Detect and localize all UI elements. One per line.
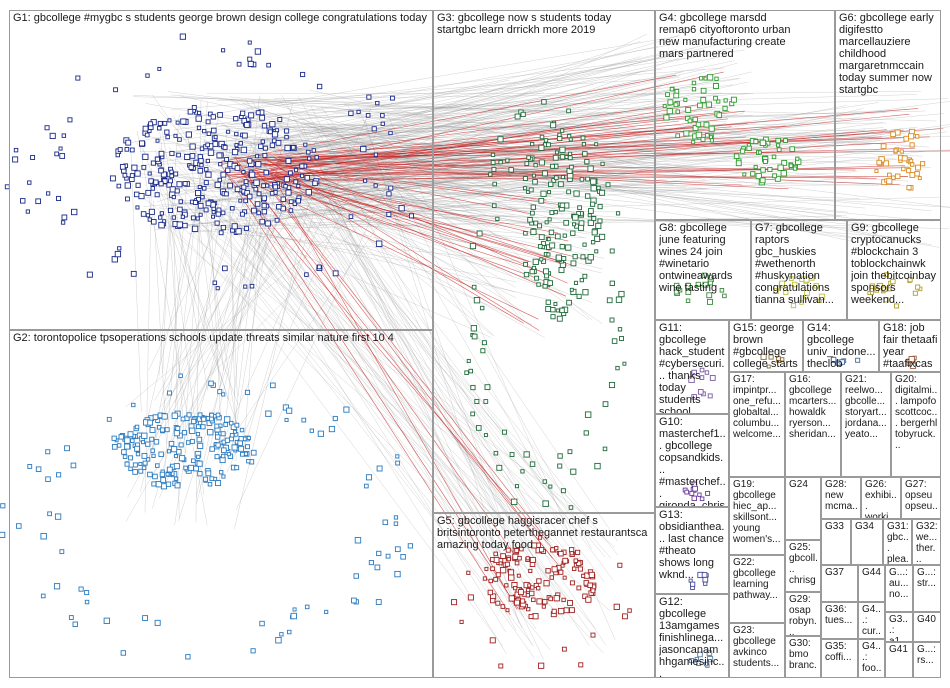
group-panel-g6[interactable]: G6: gbcollege early digifestto marcellau… (835, 10, 941, 220)
group-label-g30: G30: bmo branc... (789, 638, 818, 678)
group-panel-g37[interactable]: G37 (821, 565, 858, 602)
group-label-g1: G1: gbcollege #mygbc s students george b… (13, 12, 430, 24)
group-label-g39: G...: str... (917, 567, 938, 589)
group-panel-g31[interactable]: G31: gbc... plea... (883, 519, 912, 565)
group-panel-g16[interactable]: G16: gbcollege mcarters... howaldk ryers… (785, 372, 841, 477)
group-label-g31: G31: gbc... plea... (887, 521, 909, 565)
node-g2 (1, 504, 5, 508)
group-panel-g22[interactable]: G22: gbcollege learning pathway... (729, 555, 785, 623)
group-panel-g7[interactable]: G7: gbcollege raptors gbc_huskies #wethe… (751, 220, 847, 320)
group-label-g41: G41 (889, 644, 910, 655)
group-panel-g35[interactable]: G35: coffi... (821, 639, 858, 678)
group-label-g3: G3: gbcollege now s students today start… (437, 12, 634, 36)
group-panel-g42[interactable]: G4...: foo... (858, 639, 885, 678)
group-panel-g5[interactable]: G5: gbcollege haggisracer chef s britsin… (433, 513, 655, 678)
group-panel-g34[interactable]: G34 (851, 519, 883, 565)
group-panel-g3[interactable]: G3: gbcollege now s students today start… (433, 10, 655, 513)
group-label-g40: G40 (917, 614, 938, 625)
group-panel-g4[interactable]: G4: gbcollege marsdd remap6 cityoftoront… (655, 10, 835, 220)
group-label-g32: G32: we... ther... (916, 521, 938, 565)
group-label-g4: G4: gbcollege marsdd remap6 cityoftoront… (659, 12, 804, 60)
group-label-g26: G26: exhibi... worki... (865, 479, 898, 519)
group-panel-g17[interactable]: G17: impintpr... one_refu... globaltal..… (729, 372, 785, 477)
group-panel-g15[interactable]: G15: george brown #gbcollege college sta… (729, 320, 803, 372)
group-label-g20: G20: digitalmi... lampofo scottcoc... be… (895, 374, 938, 451)
group-label-g37: G37 (825, 567, 855, 578)
group-label-g34: G34 (855, 521, 880, 532)
group-panel-g44[interactable]: G44 (858, 565, 885, 602)
group-label-g21: G21: reelwo... gbcolle... storyart... jo… (845, 374, 888, 440)
group-label-g27: G27: opseu opseu... (905, 479, 938, 519)
group-panel-g30[interactable]: G30: bmo branc... (785, 636, 821, 678)
group-panel-g26[interactable]: G26: exhibi... worki... (861, 477, 901, 519)
group-label-g38: G...: au... no... (889, 567, 910, 600)
group-label-g8: G8: gbcollege june featuring wines 24 jo… (659, 222, 748, 294)
group-panel-g45[interactable]: G...: rs... (913, 642, 941, 678)
group-panel-g25[interactable]: G25: gbcoll... chrisg... (785, 540, 821, 592)
group-label-g24: G24 (789, 479, 818, 490)
node-g2 (0, 532, 5, 537)
group-label-g36: G36: tues... (825, 604, 855, 626)
group-label-g5: G5: gbcollege haggisracer chef s britsin… (437, 515, 652, 551)
group-label-g44: G44 (862, 567, 882, 578)
group-panel-g18[interactable]: G18: job fair thetaafi year #taafixcaso … (879, 320, 941, 372)
group-panel-g14[interactable]: G14: gbcollege univ_indone... theclob ca… (803, 320, 879, 372)
group-label-g12: G12: gbcollege 13amgames finishlinega...… (659, 596, 726, 678)
group-panel-g39[interactable]: G...: str... (913, 565, 941, 612)
group-panel-g38[interactable]: G...: au... no... (885, 565, 913, 612)
group-label-g29: G29: osap robyn... (789, 594, 818, 636)
group-label-g15: G15: george brown #gbcollege college sta… (733, 322, 800, 372)
group-label-g17: G17: impintpr... one_refu... globaltal..… (733, 374, 782, 440)
group-panel-g29[interactable]: G29: osap robyn... (785, 592, 821, 636)
group-label-g28: G28: new mcma... (825, 479, 858, 519)
group-label-g14: G14: gbcollege univ_indone... theclob ca… (807, 322, 876, 372)
group-panel-g19[interactable]: G19: gbcollege hiec_ap... skillsont... y… (729, 477, 785, 555)
group-panel-g1[interactable]: G1: gbcollege #mygbc s students george b… (9, 10, 433, 330)
group-panel-g43[interactable]: G4...: cur... (858, 602, 885, 639)
group-panel-g21[interactable]: G21: reelwo... gbcolle... storyart... jo… (841, 372, 891, 477)
group-panel-g13[interactable]: G13: obsidianthea... last chance #theato… (655, 507, 729, 594)
group-panel-g32[interactable]: G32: we... ther... (912, 519, 941, 565)
group-panel-g28[interactable]: G28: new mcma... (821, 477, 861, 519)
group-panel-g33[interactable]: G33 (821, 519, 851, 565)
group-label-g10: G10: masterchef1... gbcollege copsandkid… (659, 416, 726, 507)
group-panel-g2[interactable]: G2: torontopolice tpsoperations schools … (9, 330, 433, 678)
group-panel-g9[interactable]: G9: gbcollege cryptocanucks #blockchain … (847, 220, 941, 320)
group-label-g7: G7: gbcollege raptors gbc_huskies #wethe… (755, 222, 844, 306)
group-label-g43: G4...: cur... (862, 604, 882, 639)
group-panel-g41[interactable]: G41 (885, 642, 913, 678)
group-panel-g40[interactable]: G40 (913, 612, 941, 642)
group-label-g25: G25: gbcoll... chrisg... (789, 542, 818, 592)
group-label-g6: G6: gbcollege early digifestto marcellau… (839, 12, 938, 96)
group-panel-g12[interactable]: G12: gbcollege 13amgames finishlinega...… (655, 594, 729, 678)
group-panel-g8[interactable]: G8: gbcollege june featuring wines 24 jo… (655, 220, 751, 320)
group-panel-g10[interactable]: G10: masterchef1... gbcollege copsandkid… (655, 414, 729, 507)
group-panel-g20[interactable]: G20: digitalmi... lampofo scottcoc... be… (891, 372, 941, 477)
group-panel-g46[interactable]: G3...: a1... (885, 612, 913, 642)
group-panel-g24[interactable]: G24 (785, 477, 821, 540)
group-label-g35: G35: coffi... (825, 641, 855, 663)
group-label-g18: G18: job fair thetaafi year #taafixcaso … (883, 322, 938, 372)
group-label-g13: G13: obsidianthea... last chance #theato… (659, 509, 726, 581)
group-label-g22: G22: gbcollege learning pathway... (733, 557, 782, 601)
group-label-g19: G19: gbcollege hiec_ap... skillsont... y… (733, 479, 782, 545)
group-label-g42: G4...: foo... (862, 641, 882, 678)
group-panel-g11[interactable]: G11: gbcollege hack_student #cybersecuri… (655, 320, 729, 414)
group-label-g33: G33 (825, 521, 848, 532)
group-label-g11: G11: gbcollege hack_student #cybersecuri… (659, 322, 726, 414)
group-panel-g36[interactable]: G36: tues... (821, 602, 858, 639)
group-label-g46: G3...: a1... (889, 614, 910, 642)
group-panel-g27[interactable]: G27: opseu opseu... (901, 477, 941, 519)
group-label-g16: G16: gbcollege mcarters... howaldk ryers… (789, 374, 838, 440)
group-label-g9: G9: gbcollege cryptocanucks #blockchain … (851, 222, 938, 306)
group-label-g45: G...: rs... (917, 644, 938, 666)
group-label-g23: G23: gbcollege avkinco students... (733, 625, 782, 669)
group-panel-g23[interactable]: G23: gbcollege avkinco students... (729, 623, 785, 678)
group-label-g2: G2: torontopolice tpsoperations schools … (13, 332, 430, 344)
